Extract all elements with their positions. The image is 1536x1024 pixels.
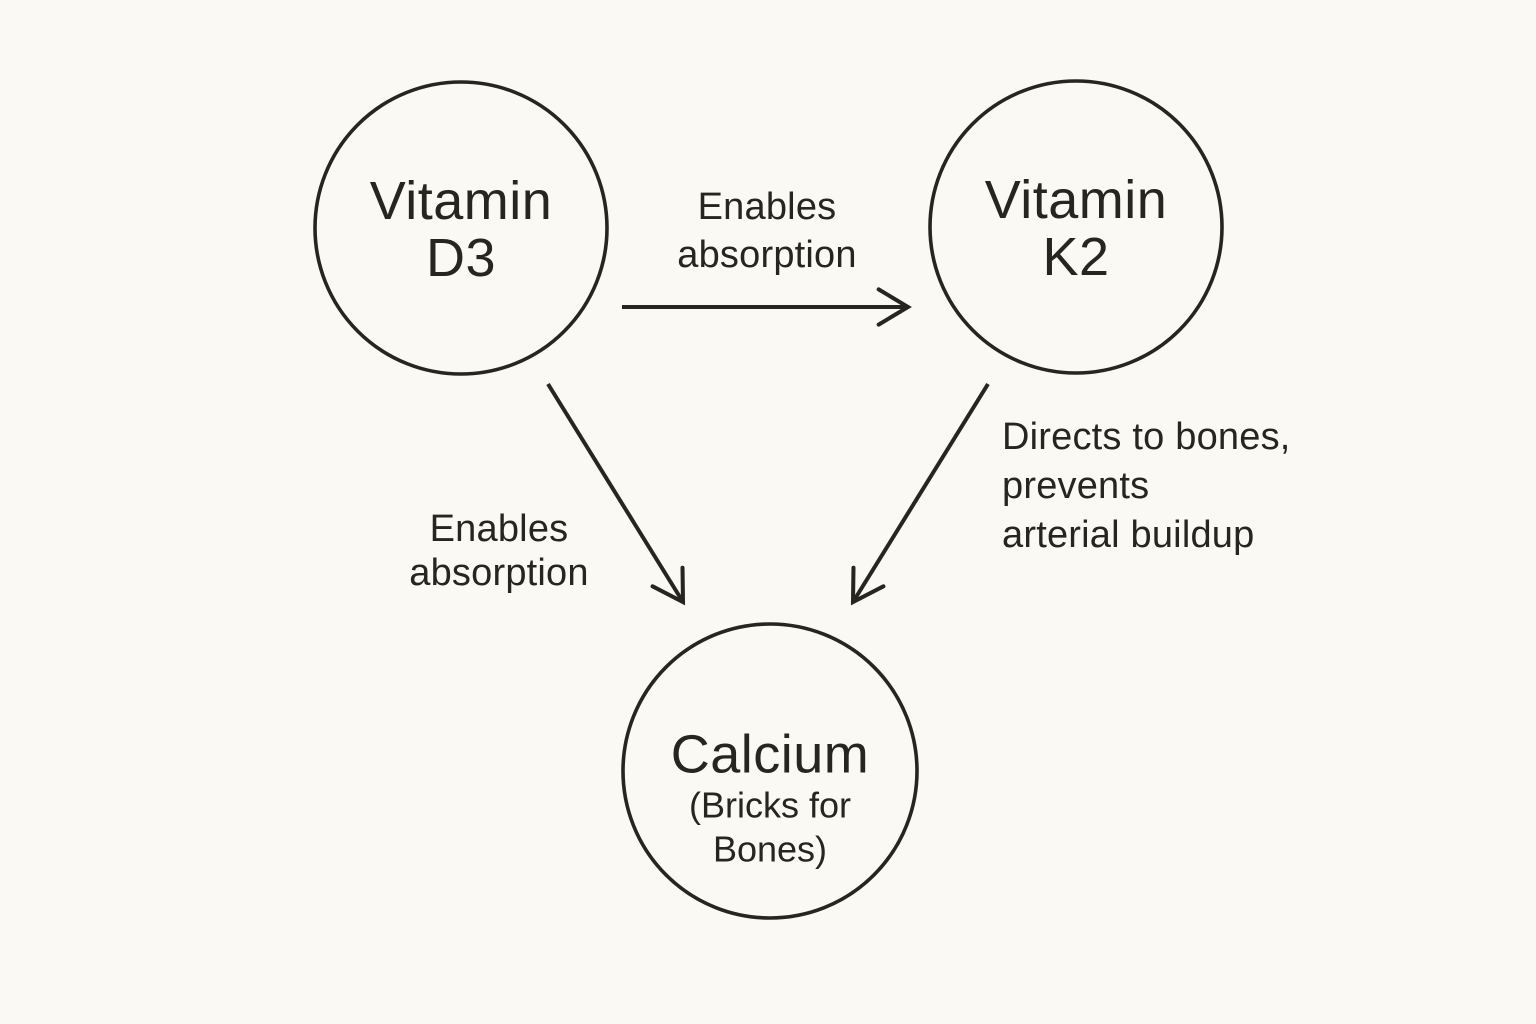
vitamin-k2-circle xyxy=(928,79,1224,375)
arrow-d3-to-calcium xyxy=(546,382,686,606)
edge-label-k2-to-calcium-line1: Directs to bones, xyxy=(1002,416,1291,458)
edge-label-d3-to-calcium: Enables absorption xyxy=(409,507,588,595)
arrow-k2-to-calcium xyxy=(850,382,990,606)
node-vitamin-k2-line1: Vitamin xyxy=(984,170,1168,230)
node-vitamin-d3-line1: Vitamin xyxy=(369,171,553,231)
node-calcium-subtitle-line2: Bones) xyxy=(712,828,828,870)
node-calcium-title: Calcium xyxy=(670,724,870,785)
node-vitamin-d3-label: Vitamin D3 xyxy=(370,173,553,287)
node-vitamin-d3-line2: D3 xyxy=(425,228,497,288)
node-vitamin-k2-line2: K2 xyxy=(1042,227,1110,287)
edge-label-d3-to-k2: Enables absorption xyxy=(677,183,856,279)
edge-label-k2-to-calcium-line3: arterial buildup xyxy=(1002,514,1255,556)
node-calcium-label: Calcium (Bricks for Bones) xyxy=(670,724,870,872)
edge-label-d3-to-k2-line1: Enables xyxy=(697,186,837,228)
vitamin-d3-circle xyxy=(313,80,609,376)
edge-label-d3-to-k2-line2: absorption xyxy=(677,234,857,276)
node-calcium-subtitle-line1: (Bricks for xyxy=(688,784,851,826)
edge-label-k2-to-calcium-line2: prevents xyxy=(1002,465,1150,507)
node-vitamin-k2-label: Vitamin K2 xyxy=(985,172,1168,286)
calcium-circle xyxy=(621,622,919,920)
edge-label-k2-to-calcium: Directs to bones, prevents arterial buil… xyxy=(1002,413,1291,560)
edge-label-d3-to-calcium-line1: Enables xyxy=(429,508,569,550)
edge-label-d3-to-calcium-line2: absorption xyxy=(409,552,589,594)
